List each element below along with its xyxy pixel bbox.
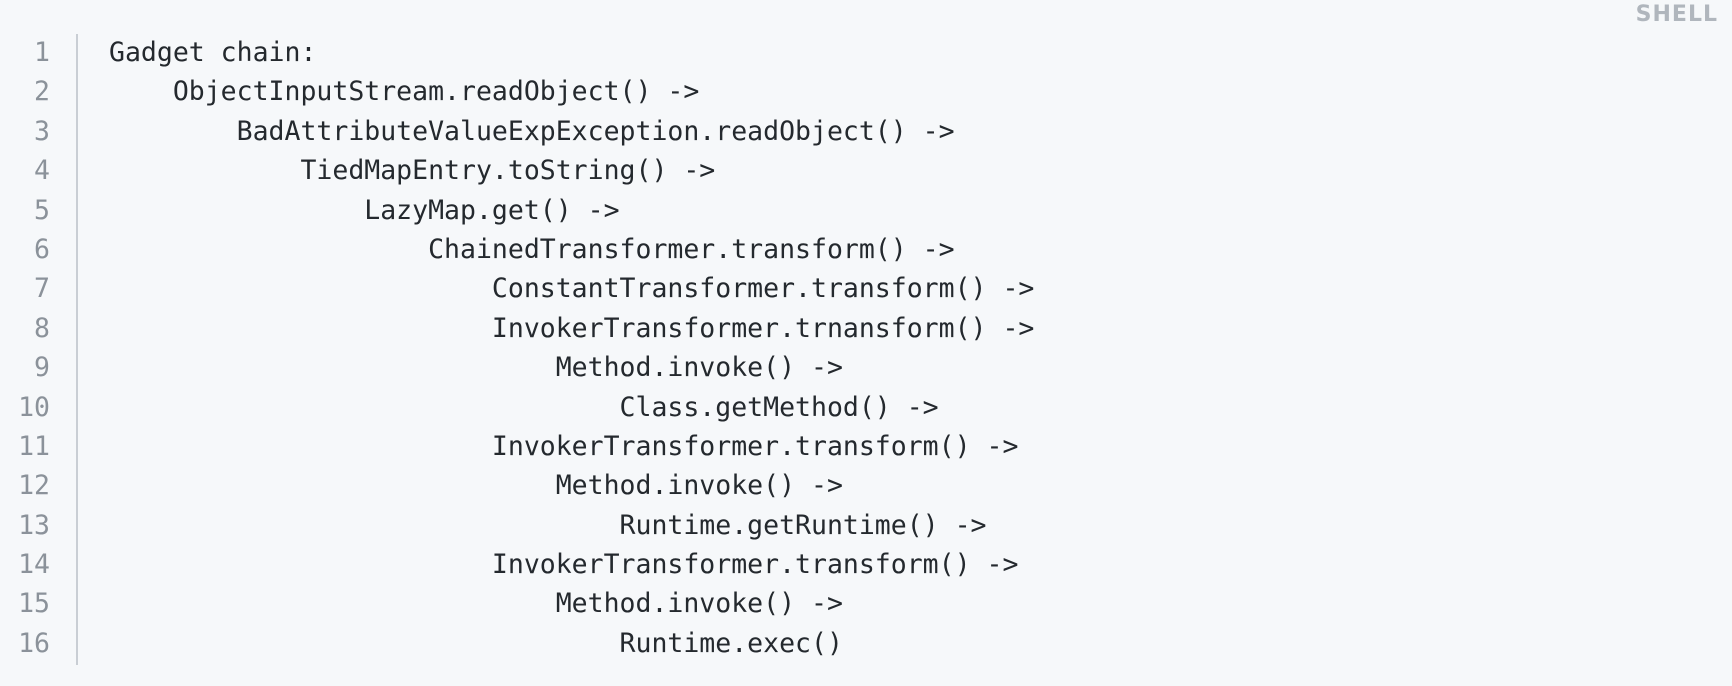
line-number: 5 — [34, 194, 50, 226]
line-text: TiedMapEntry.toString() -> — [109, 155, 716, 187]
line-number: 11 — [18, 430, 50, 462]
line-number: 9 — [34, 352, 50, 384]
line-number: 1 — [34, 37, 50, 68]
line-text: Class.getMethod() -> — [109, 391, 939, 423]
line-text: Runtime.exec() — [109, 627, 843, 659]
line-text: ChainedTransformer.transform() -> — [109, 233, 955, 265]
line-number: 6 — [34, 233, 50, 265]
line-text: InvokerTransformer.transform() -> — [109, 430, 1019, 462]
line-number: 15 — [18, 588, 50, 620]
line-number: 2 — [34, 76, 50, 108]
line-text: ObjectInputStream.readObject() -> — [109, 76, 700, 108]
line-number: 7 — [34, 273, 50, 305]
line-text: InvokerTransformer.transform() -> — [109, 549, 1019, 581]
line-text: Runtime.getRuntime() -> — [109, 509, 987, 541]
line-number: 4 — [34, 155, 50, 187]
line-number: 14 — [18, 549, 50, 581]
line-text: Method.invoke() -> — [109, 588, 843, 620]
line-text: Gadget chain: — [109, 37, 317, 68]
line-number: 8 — [34, 312, 50, 344]
line-number: 13 — [18, 509, 50, 541]
line-number: 10 — [18, 391, 50, 423]
line-text: BadAttributeValueExpException.readObject… — [109, 115, 955, 147]
language-label: SHELL — [1635, 2, 1718, 27]
line-number: 3 — [34, 115, 50, 147]
line-number: 12 — [18, 470, 50, 502]
gutter-divider — [76, 34, 78, 665]
line-text: Method.invoke() -> — [109, 352, 843, 384]
line-text: Method.invoke() -> — [109, 470, 843, 502]
line-text: ConstantTransformer.transform() -> — [109, 273, 1035, 305]
line-text: LazyMap.get() -> — [109, 194, 620, 226]
line-text: InvokerTransformer.trnansform() -> — [109, 312, 1035, 344]
line-number: 16 — [18, 627, 50, 659]
